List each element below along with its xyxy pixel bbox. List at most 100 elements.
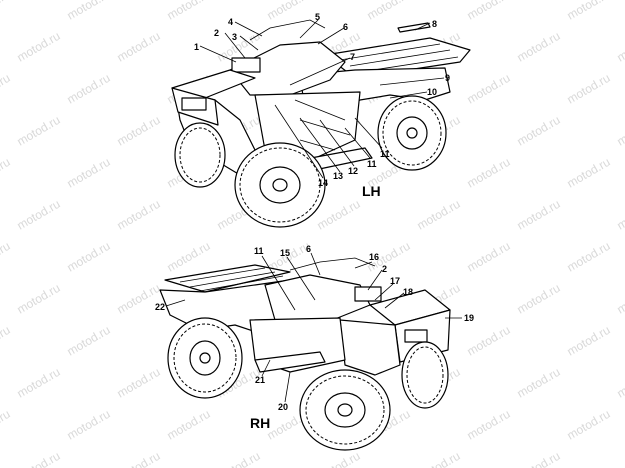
headlight xyxy=(181,97,207,111)
watermark-text: motod.ru xyxy=(15,449,63,468)
callout-rh-2: 2 xyxy=(382,264,387,274)
instrument-pod-rh xyxy=(354,286,382,302)
callout-lh-11b: 11 xyxy=(380,149,390,159)
watermark-text: motod.ru xyxy=(565,239,613,275)
watermark-text: motod.ru xyxy=(515,281,563,317)
watermark-text: motod.ru xyxy=(15,197,63,233)
front-far-wheel-lh xyxy=(174,122,226,188)
callout-rh-19: 19 xyxy=(464,313,474,323)
watermark-text: motod.ru xyxy=(115,365,163,401)
handlebar-rh xyxy=(289,257,376,271)
watermark-text: motod.ru xyxy=(65,155,113,191)
front-far-wheel-rh xyxy=(401,341,449,409)
callout-rh-6: 6 xyxy=(306,244,311,254)
watermark-text: motod.ru xyxy=(465,71,513,107)
watermark-text: motod.ru xyxy=(315,449,363,468)
watermark-text: motod.ru xyxy=(565,155,613,191)
watermark-text: motod.ru xyxy=(115,29,163,65)
callout-rh-15: 15 xyxy=(280,248,290,258)
watermark-text: motod.ru xyxy=(215,449,263,468)
callout-lh-9: 9 xyxy=(445,73,450,83)
callout-lh-8: 8 xyxy=(432,19,437,29)
watermark-text: motod.ru xyxy=(565,407,613,443)
callout-lh-10: 10 xyxy=(427,87,437,97)
watermark-text: motod.ru xyxy=(415,449,463,468)
watermark-text: motod.ru xyxy=(65,71,113,107)
watermark-text: motod.ru xyxy=(165,0,213,23)
callout-lh-4: 4 xyxy=(228,17,233,27)
watermark-text: motod.ru xyxy=(15,281,63,317)
watermark-text: motod.ru xyxy=(65,323,113,359)
rh-callouts: 11 15 6 16 2 17 18 19 22 21 20 RH xyxy=(155,244,474,431)
watermark-text: motod.ru xyxy=(565,0,613,23)
callout-rh-21: 21 xyxy=(255,375,265,385)
rack-decal xyxy=(397,22,431,33)
callout-rh-11: 11 xyxy=(254,246,264,256)
view-label-rh: RH xyxy=(250,415,270,431)
watermark-text: motod.ru xyxy=(515,449,563,468)
front-wheel-lh xyxy=(234,142,326,228)
headlight-rh xyxy=(404,329,428,343)
lh-leader-lines xyxy=(199,19,445,179)
watermark-text: motod.ru xyxy=(615,365,625,401)
watermark-text: motod.ru xyxy=(0,71,13,107)
watermark-text: motod.ru xyxy=(565,323,613,359)
callout-rh-20: 20 xyxy=(278,402,288,412)
watermark-text: motod.ru xyxy=(0,323,13,359)
view-label-lh: LH xyxy=(362,183,381,199)
watermark-text: motod.ru xyxy=(65,0,113,23)
callout-rh-16: 16 xyxy=(369,252,379,262)
watermark-text: motod.ru xyxy=(365,0,413,23)
watermark-text: motod.ru xyxy=(165,239,213,275)
watermark-text: motod.ru xyxy=(115,449,163,468)
watermark-text: motod.ru xyxy=(565,71,613,107)
watermark-text: motod.ru xyxy=(265,0,313,23)
watermark-text: motod.ru xyxy=(415,197,463,233)
rh-leader-lines xyxy=(165,252,462,403)
watermark-text: motod.ru xyxy=(65,407,113,443)
watermark-text: motod.ru xyxy=(65,239,113,275)
watermark-text: motod.ru xyxy=(0,407,13,443)
watermark-text: motod.ru xyxy=(165,407,213,443)
watermark-text: motod.ru xyxy=(465,407,513,443)
watermark-text: motod.ru xyxy=(0,0,13,23)
watermark-text: motod.ru xyxy=(15,113,63,149)
callout-lh-3: 3 xyxy=(232,32,237,42)
atv-left-side-view xyxy=(171,19,471,228)
callout-lh-5: 5 xyxy=(315,12,320,22)
watermark-text: motod.ru xyxy=(615,449,625,468)
watermark-text: motod.ru xyxy=(615,113,625,149)
watermark-text: motod.ru xyxy=(115,197,163,233)
watermark-text: motod.ru xyxy=(0,239,13,275)
atv-right-side-view xyxy=(159,252,462,451)
rear-rack-rh xyxy=(164,264,291,293)
watermark-text: motod.ru xyxy=(0,155,13,191)
watermark-text: motod.ru xyxy=(465,0,513,23)
callout-rh-17: 17 xyxy=(390,276,400,286)
speedometer-pod xyxy=(231,57,261,73)
callout-lh-7: 7 xyxy=(350,52,355,62)
watermark-text: motod.ru xyxy=(15,29,63,65)
rear-wheel-lh xyxy=(377,95,447,171)
callout-lh-2: 2 xyxy=(214,28,219,38)
footrest-rh xyxy=(254,351,326,373)
watermark-text: motod.ru xyxy=(515,29,563,65)
watermark-text: motod.ru xyxy=(465,239,513,275)
watermark-text: motod.ru xyxy=(115,113,163,149)
callout-rh-18: 18 xyxy=(403,287,413,297)
watermark-text: motod.ru xyxy=(515,113,563,149)
watermark-text: motod.ru xyxy=(515,365,563,401)
callout-lh-14: 14 xyxy=(318,178,328,188)
front-wheel-rh xyxy=(299,369,391,451)
watermark-text: motod.ru xyxy=(465,323,513,359)
callout-lh-6: 6 xyxy=(343,22,348,32)
front-fender-rh xyxy=(339,319,401,376)
callout-lh-11a: 11 xyxy=(367,159,377,169)
callout-lh-1: 1 xyxy=(194,42,199,52)
callout-rh-22: 22 xyxy=(155,302,165,312)
watermark-text: motod.ru xyxy=(15,365,63,401)
watermark-text: motod.ru xyxy=(615,281,625,317)
lh-callouts: 1 2 3 4 5 6 7 8 9 10 11 12 13 14 11 LH xyxy=(194,12,450,199)
callout-lh-12: 12 xyxy=(348,166,358,176)
